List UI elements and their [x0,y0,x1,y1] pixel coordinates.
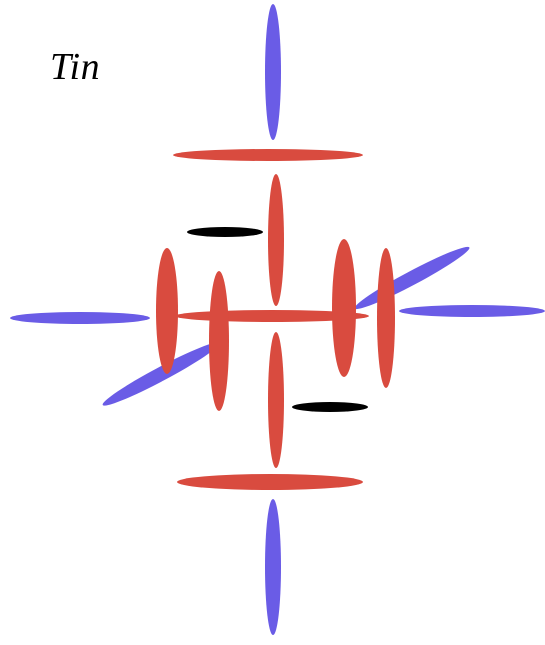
red-elements [156,149,395,490]
red-ellipse-upper-vertical [268,174,284,306]
blue-ellipse-left [10,312,150,324]
blue-elements [10,4,545,635]
red-ellipse-bottom-horizontal [177,474,363,490]
red-ellipse-top-horizontal [173,149,363,161]
element-title: Tin [50,46,101,88]
red-ellipse-left-outer [156,248,178,374]
blue-ellipse-diagonal-lower [102,342,220,406]
blue-ellipse-bottom [265,499,281,635]
black-ellipse-upper [187,227,263,237]
blue-ellipse-diagonal-upper [354,246,470,310]
red-ellipse-left-inner [209,271,229,411]
black-ellipse-lower [292,402,368,412]
blue-ellipse-top [265,4,281,140]
blue-ellipse-right [399,305,545,317]
red-ellipse-lower-vertical [268,332,284,468]
red-ellipse-right-outer [377,248,395,388]
red-ellipse-right-inner [332,239,356,377]
black-elements [187,227,368,412]
